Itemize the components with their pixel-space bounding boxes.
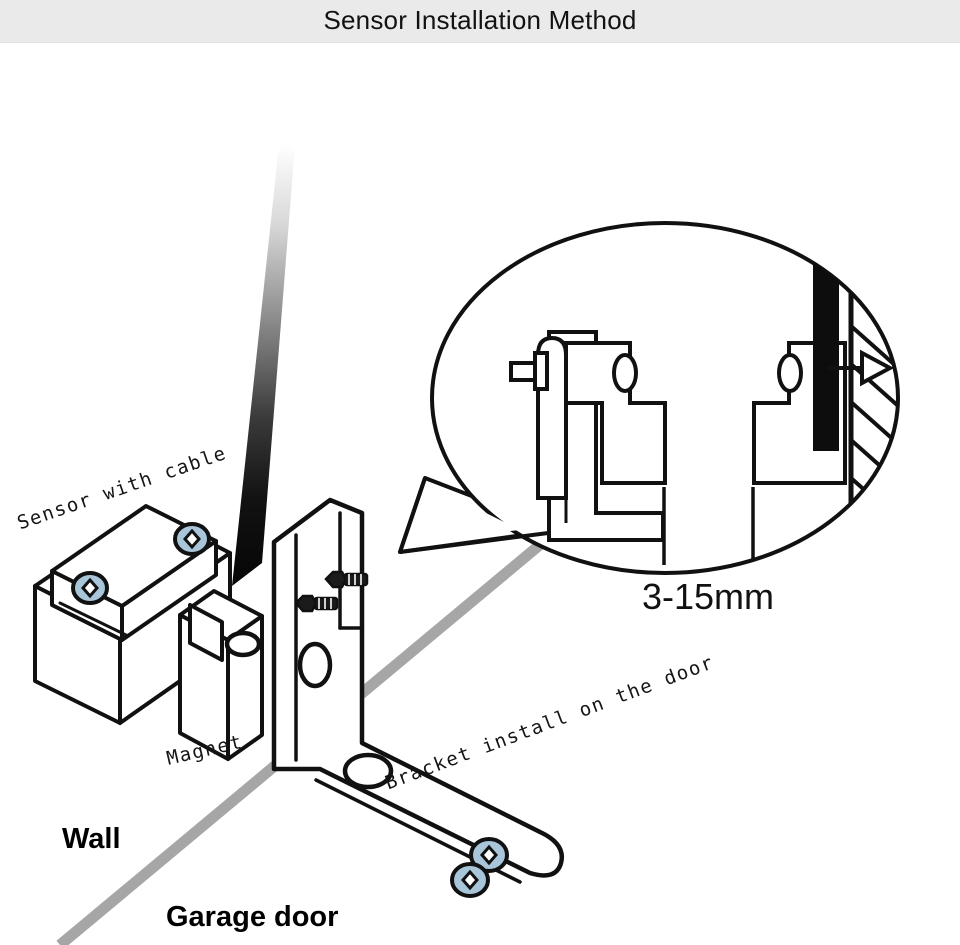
callout-bolt-left	[509, 351, 549, 391]
header-bar	[0, 0, 960, 43]
callout-step-left	[564, 341, 667, 485]
label-gap-dimension: 3-15mm	[642, 576, 775, 617]
bracket-bolts-upper	[294, 570, 369, 613]
screw-icon	[173, 522, 211, 556]
label-garage-door: Garage door	[166, 901, 339, 933]
callout-contents	[509, 233, 898, 573]
bolt-icon	[324, 570, 369, 589]
callout-magnet-bar	[813, 241, 839, 451]
screw-icon	[71, 571, 109, 605]
hole-upper	[297, 641, 333, 689]
screw-icon	[469, 837, 509, 873]
installation-diagram: Sensor with cable Magnet Bracket install…	[0, 43, 960, 945]
dimension-leaders	[662, 487, 755, 565]
magnet-part	[178, 589, 264, 761]
sensor-cable	[232, 145, 295, 586]
screw-icon	[450, 862, 490, 898]
hole-magnet-side	[224, 630, 262, 658]
bracket-screws-foot	[450, 837, 509, 898]
hole-lower	[342, 752, 394, 790]
label-wall: Wall	[62, 823, 121, 855]
diagram-svg	[33, 145, 900, 945]
bracket-holes	[224, 630, 394, 790]
page-title: Sensor Installation Method	[323, 5, 637, 35]
bolt-icon	[294, 594, 339, 613]
sensor-screws	[71, 522, 211, 605]
